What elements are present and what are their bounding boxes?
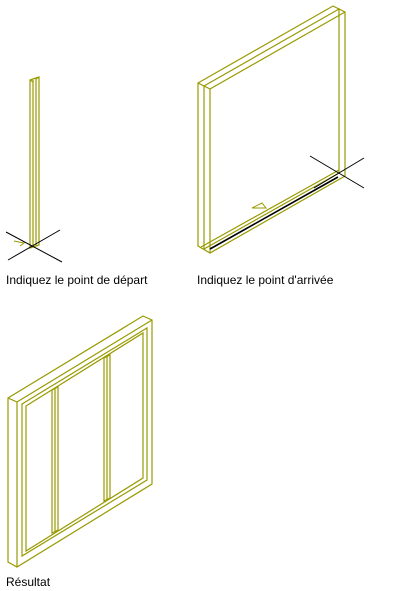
start-post [29, 76, 40, 249]
result-frame [7, 315, 153, 568]
end-crosshair-icon [209, 155, 365, 250]
start-crosshair-icon [5, 229, 63, 263]
caption-end-point: Indiquez le point d'arrivée [197, 273, 334, 287]
caption-result: Résultat [6, 575, 51, 589]
caption-start-point: Indiquez le point de départ [6, 273, 148, 287]
end-wall-panel [197, 5, 346, 254]
